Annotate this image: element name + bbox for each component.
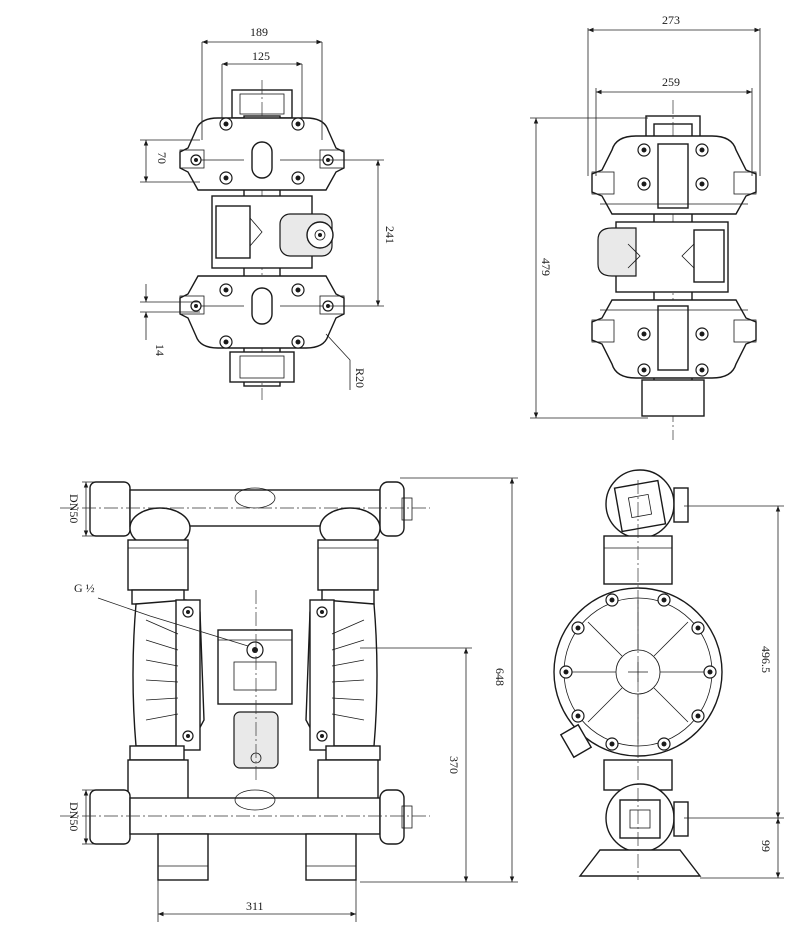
- top-view: [140, 39, 384, 400]
- dim-center-height: 370: [447, 756, 461, 774]
- dim-side-width-outer: 273: [662, 13, 680, 27]
- dim-top-width-outer: 189: [250, 25, 268, 39]
- dim-side-width-inner: 259: [662, 75, 680, 89]
- side-view-top: [530, 27, 761, 440]
- front-view: [60, 477, 518, 922]
- dim-side-height: 479: [539, 258, 553, 276]
- dim-port-bottom: DN50: [67, 802, 81, 831]
- dim-top-width-inner: 125: [252, 49, 270, 63]
- dim-top-flange-spacing: 241: [383, 226, 397, 244]
- side-view-bottom: [553, 469, 784, 880]
- dim-port-top: DN50: [67, 494, 81, 523]
- dim-top-flange-height: 70: [155, 152, 169, 164]
- dim-port-spacing: 496.5: [759, 646, 773, 673]
- dim-top-radius: R20: [353, 368, 367, 388]
- dim-outlet-height: 99: [759, 840, 773, 852]
- dim-total-height: 648: [493, 668, 507, 686]
- dim-top-foot: 14: [153, 344, 167, 356]
- dim-base-width: 311: [246, 899, 264, 913]
- air-inlet-label: G ½: [74, 581, 95, 595]
